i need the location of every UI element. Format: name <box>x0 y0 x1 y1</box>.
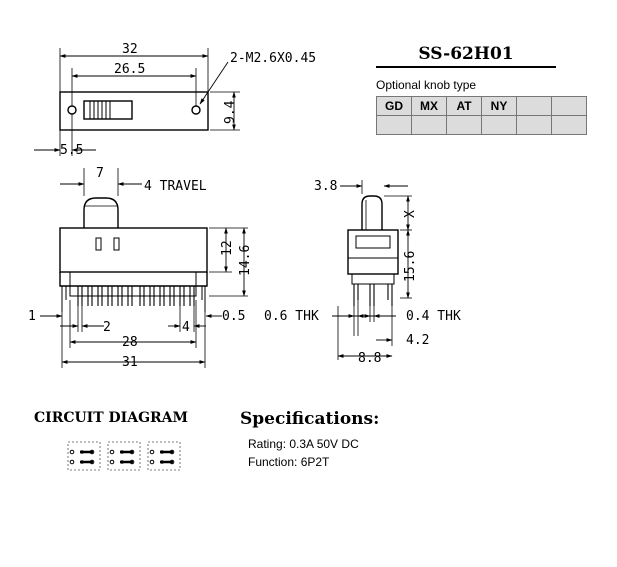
knob-type-cell: AT <box>446 96 482 116</box>
knob-type-cell: NY <box>481 96 517 116</box>
front-view-body <box>59 227 208 273</box>
knob-type-blank-cell <box>551 115 587 135</box>
specifications-title: Specifications: <box>240 409 380 429</box>
dim-pin-group: 4 <box>182 320 190 335</box>
circuit-pole-3 <box>147 441 181 471</box>
model-number: SS-62H01 <box>376 44 556 68</box>
dim-body-length: 31 <box>122 355 138 370</box>
dim-side-height: 15.6 <box>403 251 418 282</box>
slider-knob <box>83 197 119 228</box>
dim-depth-small: 4.2 <box>406 333 429 348</box>
dim-pitch: 2 <box>103 320 111 335</box>
dim-total-height: 14.6 <box>238 245 253 276</box>
side-view-body <box>347 229 399 275</box>
side-knob <box>361 195 383 230</box>
mount-hole-right <box>191 105 201 115</box>
knob-type-row: GD MX AT NY <box>376 96 587 116</box>
dim-height: 9.4 <box>223 100 238 124</box>
dim-pin-width: 0.5 <box>222 309 245 324</box>
dim-thk-right: 0.4 THK <box>406 309 461 324</box>
spec-rating: Rating: 0.3A 50V DC <box>248 437 359 451</box>
knob-type-blank-cell <box>481 115 517 135</box>
dim-travel: 4 TRAVEL <box>144 179 207 194</box>
knob-type-cell: GD <box>376 96 412 116</box>
dim-pin-span: 28 <box>122 335 138 350</box>
dim-length: 32 <box>122 42 138 57</box>
circuit-schematic <box>67 441 181 471</box>
dim-screw: 2-M2.6X0.45 <box>230 51 316 66</box>
top-view-body <box>59 91 209 131</box>
knob-type-row-blank <box>376 115 587 135</box>
knob-type-cell: MX <box>411 96 447 116</box>
spec-function: Function: 6P2T <box>248 455 330 469</box>
dim-knob-width: 7 <box>96 166 104 181</box>
dim-depth: 8.8 <box>358 351 381 366</box>
knob-type-blank-cell <box>376 115 412 135</box>
circuit-diagram-title: CIRCUIT DIAGRAM <box>34 410 189 426</box>
dim-pin-offset: 1 <box>28 309 36 324</box>
dim-edge-offset: 5.5 <box>60 143 83 158</box>
dim-x-label: X <box>403 210 418 218</box>
slider-window <box>83 100 133 120</box>
dim-thk-left: 0.6 THK <box>264 309 319 324</box>
dim-body-height: 12 <box>220 240 235 256</box>
knob-type-table: GD MX AT NY <box>376 96 587 135</box>
front-view <box>40 168 248 368</box>
knob-type-title: Optional knob type <box>376 78 477 92</box>
top-view <box>34 48 240 156</box>
knob-type-cell <box>516 96 552 116</box>
circuit-pole-2 <box>107 441 141 471</box>
dim-knob-height: 3.8 <box>314 179 337 194</box>
mount-hole-left <box>67 105 77 115</box>
side-view <box>332 180 412 360</box>
knob-type-cell <box>551 96 587 116</box>
circuit-pole-1 <box>67 441 101 471</box>
knob-type-blank-cell <box>411 115 447 135</box>
knob-type-blank-cell <box>516 115 552 135</box>
dim-hole-spacing: 26.5 <box>114 62 145 77</box>
knob-type-blank-cell <box>446 115 482 135</box>
